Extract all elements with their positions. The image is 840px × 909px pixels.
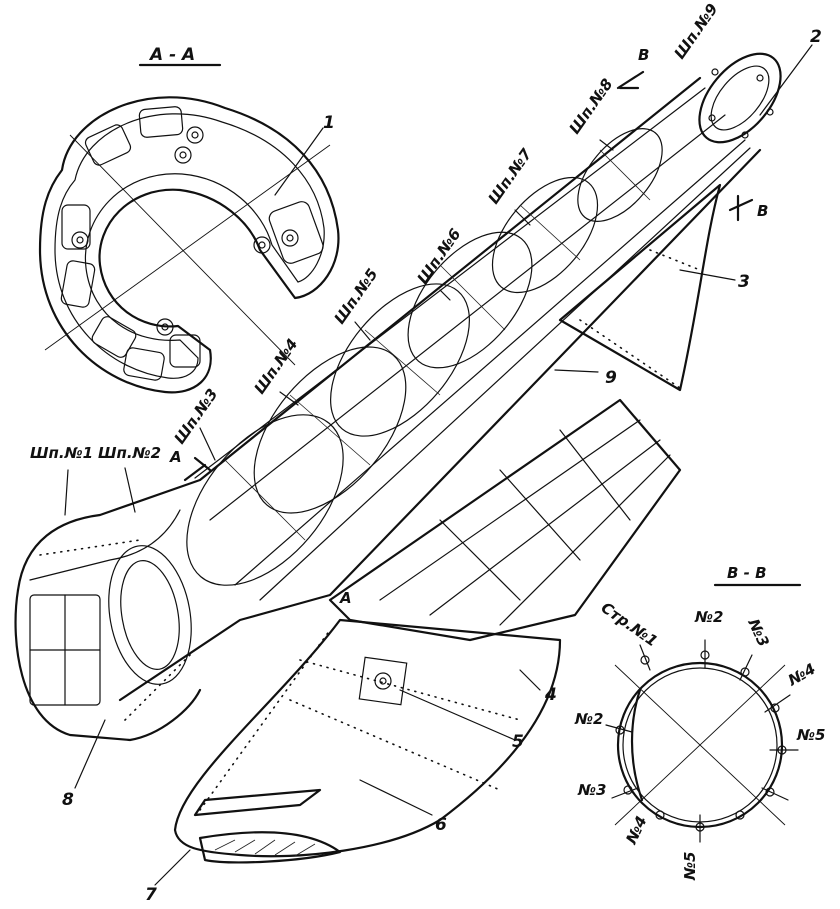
section-mark-b: B — [638, 46, 649, 64]
section-arrow-a — [183, 456, 212, 482]
section-mark-a: A — [169, 448, 182, 466]
section-arrow-b-top — [616, 70, 645, 90]
label-frame-8: Шп.№8 — [566, 75, 617, 137]
section-arrow-b-right — [728, 194, 754, 222]
section-aa-frame — [38, 96, 340, 394]
label-bb-stringer-l2: №2 — [574, 710, 603, 728]
callout-6: 6 — [435, 815, 447, 835]
callout-9: 9 — [605, 368, 617, 388]
section-bb-ring — [605, 639, 799, 843]
callout-2: 2 — [810, 27, 822, 47]
label-frame-1: Шп.№1 — [30, 444, 93, 462]
label-frame-3: Шп.№3 — [171, 385, 222, 447]
section-mark-a-2: A — [339, 589, 352, 607]
label-bb-stringer-r3: №3 — [744, 615, 773, 649]
label-frame-9: Шп.№9 — [671, 0, 722, 62]
label-bb-stringer-r5: №5 — [796, 726, 825, 744]
label-bb-stringer-l3: №3 — [577, 781, 606, 799]
section-bb-title: B - B — [727, 564, 767, 582]
vent-grille-7 — [198, 831, 342, 864]
callout-8: 8 — [62, 790, 74, 810]
section-aa-title: A - A — [148, 45, 195, 65]
label-spar-1: Стр.№1 — [598, 599, 661, 651]
label-frame-5: Шп.№5 — [331, 265, 382, 327]
label-bb-stringer-r2: №2 — [694, 608, 723, 626]
callout-1: 1 — [323, 113, 335, 133]
callout-7: 7 — [145, 885, 157, 905]
label-bb-stringer-l4: №4 — [622, 813, 651, 847]
label-bb-stringer-l5: №5 — [681, 852, 699, 881]
label-frame-2: Шп.№2 — [98, 444, 161, 462]
callout-4: 4 — [544, 685, 557, 705]
section-mark-b-2: B — [757, 202, 768, 220]
leader-lines — [64, 44, 813, 886]
callout-3: 3 — [738, 272, 750, 292]
lower-frame-assembly — [328, 398, 682, 642]
access-panel-6 — [173, 618, 562, 858]
label-bb-stringer-r4: №4 — [784, 660, 819, 690]
callout-5: 5 — [512, 732, 524, 752]
fuselage-boom — [14, 52, 782, 742]
